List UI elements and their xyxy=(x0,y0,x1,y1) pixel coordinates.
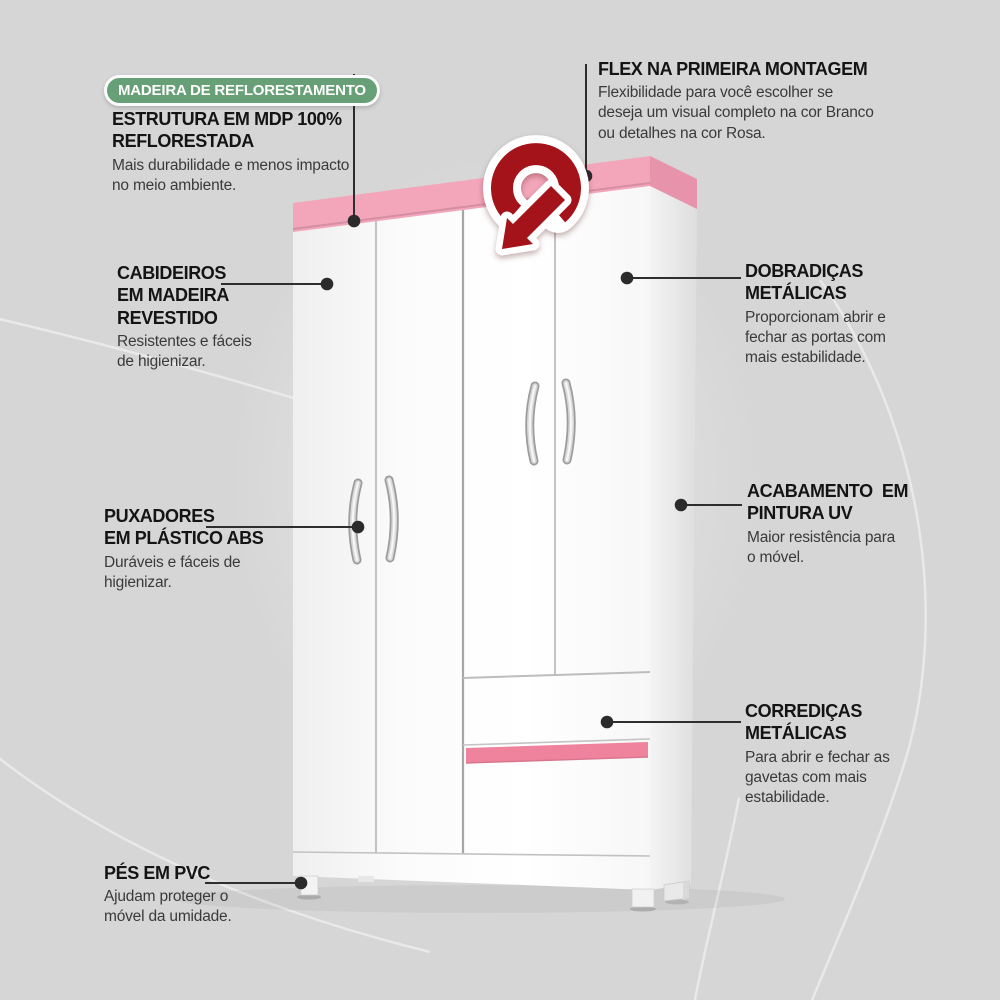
reforestation-badge: MADEIRA DE REFLORESTAMENTO xyxy=(104,75,380,106)
callout-flex: FLEX NA PRIMEIRA MONTAGEM Flexibilidade … xyxy=(598,58,874,144)
wardrobe-side-panel xyxy=(650,185,697,890)
handle-right-a xyxy=(525,381,540,466)
callout-corredicas: CORREDIÇAS METÁLICAS Para abrir e fechar… xyxy=(745,700,890,808)
foot-shadow xyxy=(297,894,321,900)
callout-flex-body: Flexibilidade para você escolher se dese… xyxy=(598,84,874,142)
drawer-top-seam xyxy=(462,671,651,679)
rotate-arrow xyxy=(502,186,565,249)
arc-top-left xyxy=(0,317,301,402)
callout-estrutura-title: ESTRUTURA EM MDP 100% REFLORESTADA xyxy=(112,109,342,152)
callout-puxadores-body: Duráveis e fáceis de higienizar. xyxy=(104,553,241,591)
callout-dobradicas-body: Proporcionam abrir e fechar as portas co… xyxy=(745,308,886,366)
callout-acabamento-body: Maior resistência para o móvel. xyxy=(747,528,896,566)
callout-flex-title: FLEX NA PRIMEIRA MONTAGEM xyxy=(598,59,868,79)
callout-dobradicas: DOBRADIÇAS METÁLICAS Proporcionam abrir … xyxy=(745,260,886,368)
leader-dot-dobradicas xyxy=(620,271,634,285)
callout-cabideiros-body: Resistentes e fáceis de higienizar. xyxy=(117,332,252,371)
foot-shadow xyxy=(630,906,656,912)
arc-right xyxy=(810,279,927,1000)
callout-pes: PÉS EM PVC Ajudam proteger o móvel da um… xyxy=(104,862,232,928)
door-bottom-seam xyxy=(292,851,651,857)
callout-cabideiros-title: CABIDEIROS EM MADEIRA REVESTIDO xyxy=(117,263,229,328)
leader-dot-estrutura xyxy=(347,214,361,228)
handle-left-b xyxy=(384,475,399,563)
wardrobe-front xyxy=(293,185,650,890)
arc-bottom-left xyxy=(0,757,431,954)
callout-pes-body: Ajudam proteger o móvel da umidade. xyxy=(104,888,232,926)
callout-lines xyxy=(205,64,742,890)
door-handles xyxy=(348,378,576,565)
callout-acabamento-title: ACABAMENTO EM PINTURA UV xyxy=(747,481,909,524)
callout-corredicas-body: Para abrir e fechar as gavetas com mais … xyxy=(745,748,890,806)
rotate-arrow-icon xyxy=(483,135,589,256)
callout-dobradicas-title: DOBRADIÇAS METÁLICAS xyxy=(745,261,864,304)
drawer-gap-shadow xyxy=(462,738,651,746)
foot-front-right xyxy=(631,888,655,908)
callout-acabamento: ACABAMENTO EM PINTURA UV Maior resistênc… xyxy=(747,480,908,568)
callout-puxadores: PUXADORES EM PLÁSTICO ABS Duráveis e fác… xyxy=(104,505,264,593)
foot-shadow xyxy=(665,899,689,905)
ground-shadow xyxy=(175,885,785,913)
rotate-ring xyxy=(491,143,581,223)
arc-bottom-inner xyxy=(693,797,741,1000)
leader-dot-cabideiros xyxy=(320,277,334,291)
callout-puxadores-title: PUXADORES EM PLÁSTICO ABS xyxy=(104,506,264,549)
wardrobe-illustration xyxy=(292,156,697,912)
background-arcs xyxy=(0,279,927,1000)
stripe-bottom-edge xyxy=(465,756,649,764)
foot-mid-notch xyxy=(358,876,374,882)
handle-right-b xyxy=(561,378,576,465)
leader-dot-corredicas xyxy=(600,715,614,729)
callout-estrutura-body: Mais durabilidade e menos impacto no mei… xyxy=(112,156,350,194)
callout-pes-title: PÉS EM PVC xyxy=(104,863,211,883)
leader-dot-acabamento xyxy=(674,498,688,512)
leader-dot-puxadores xyxy=(351,520,365,534)
handle-left-a xyxy=(348,478,363,565)
drawer-section xyxy=(462,671,651,764)
callout-estrutura: ESTRUTURA EM MDP 100% REFLORESTADA Mais … xyxy=(112,108,349,196)
trim-side xyxy=(650,156,697,209)
callout-corredicas-title: CORREDIÇAS METÁLICAS xyxy=(745,701,863,744)
foot-side-shade xyxy=(683,881,689,900)
drawer-pink-stripe xyxy=(466,742,648,763)
callout-cabideiros: CABIDEIROS EM MADEIRA REVESTIDO Resisten… xyxy=(117,262,252,372)
leader-dot-pes xyxy=(294,876,308,890)
